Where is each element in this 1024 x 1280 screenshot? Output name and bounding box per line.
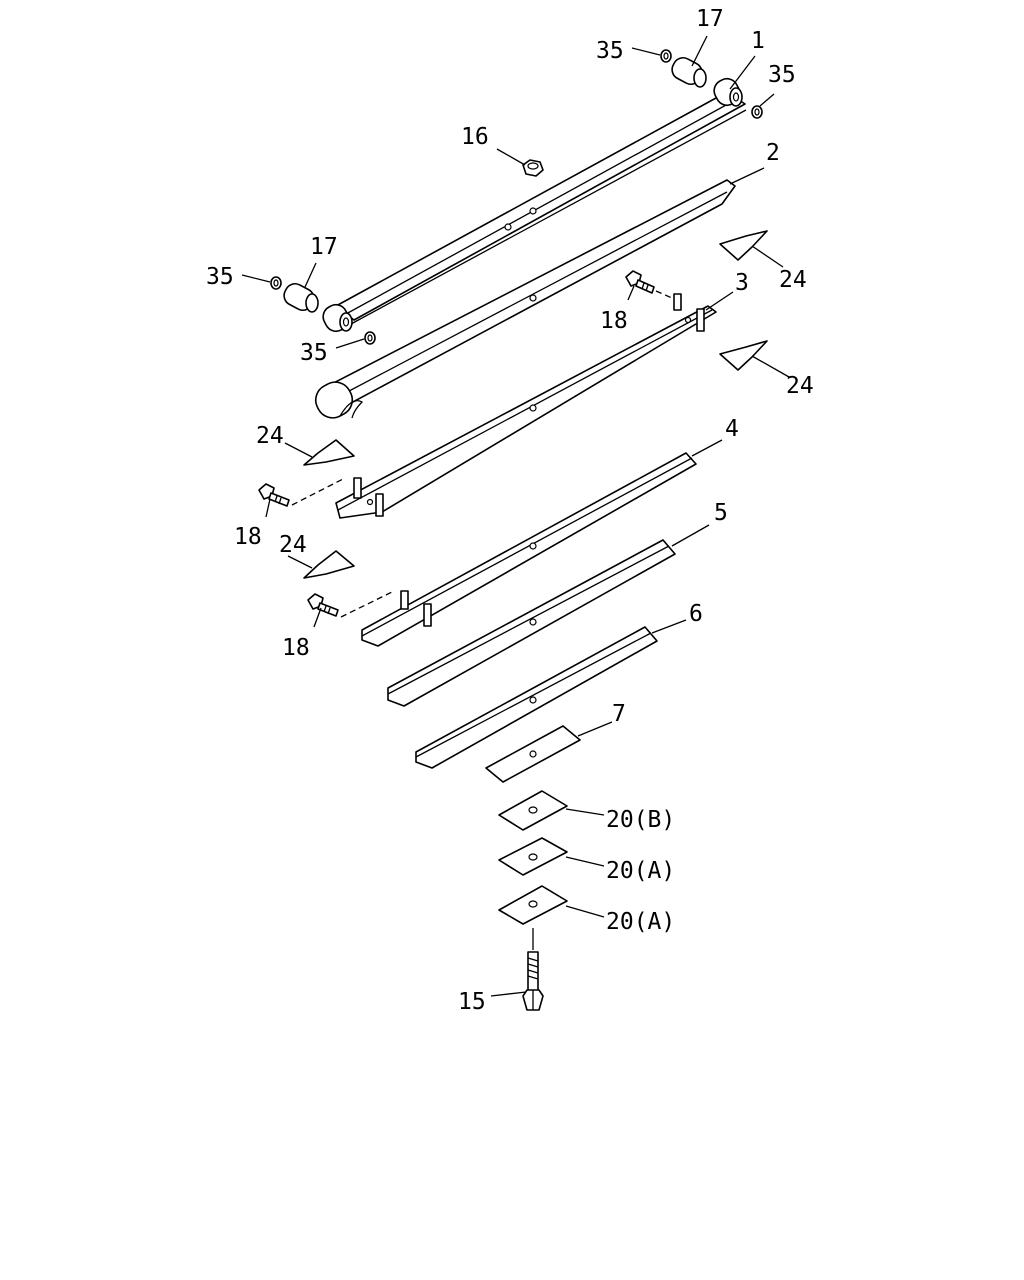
callout-4: 4 — [725, 416, 739, 442]
callout-20a-second: 20(A) — [606, 909, 675, 935]
part-6-leaf — [415, 626, 658, 769]
part-4-leaf — [361, 452, 697, 647]
callout-18-middle: 18 — [234, 524, 262, 550]
callout-6: 6 — [689, 601, 703, 627]
part-15-center-bolt — [522, 928, 544, 1011]
callout-18-upper: 18 — [600, 308, 628, 334]
callout-7: 7 — [612, 701, 626, 727]
part-35-washers — [270, 49, 763, 345]
part-24-liner-lower-right — [719, 340, 768, 371]
callout-35-rear-left: 35 — [596, 38, 624, 64]
part-20b-plate — [498, 790, 568, 831]
callout-labels: 1 17 35 35 16 2 17 35 35 24 24 18 3 24 1… — [206, 6, 814, 1015]
part-5-leaf — [387, 539, 676, 707]
part-20a-plate-1 — [498, 837, 568, 876]
part-24-liner-upper-left — [303, 439, 355, 466]
part-2-leaf — [314, 179, 736, 419]
callout-24-upper-right: 24 — [779, 267, 807, 293]
leader-lines — [241, 35, 790, 997]
callout-35-front-bottom: 35 — [300, 340, 328, 366]
callout-17-rear: 17 — [696, 6, 724, 32]
part-24-liner-lower-left — [303, 550, 355, 579]
callout-2: 2 — [766, 140, 780, 166]
callout-3: 3 — [735, 270, 749, 296]
part-24-liner-upper-right — [719, 230, 768, 261]
callout-20a-first: 20(A) — [606, 858, 675, 884]
callout-20b: 20(B) — [606, 807, 675, 833]
part-18-bolt-lower — [307, 591, 393, 618]
callout-17-front: 17 — [310, 234, 338, 260]
callout-16: 16 — [461, 124, 489, 150]
callout-5: 5 — [714, 500, 728, 526]
part-18-bolt-middle — [258, 477, 346, 507]
callout-24-lower-left: 24 — [279, 532, 307, 558]
callout-24-upper-left: 24 — [256, 423, 284, 449]
part-18-bolt-upper — [625, 270, 673, 299]
callout-35-front-left: 35 — [206, 264, 234, 290]
part-3-leaf — [335, 293, 717, 519]
callout-18-lower: 18 — [282, 635, 310, 661]
part-20a-plate-2 — [498, 885, 568, 925]
callout-15: 15 — [458, 989, 486, 1015]
callout-35-rear-right: 35 — [768, 62, 796, 88]
part-7-leaf — [485, 725, 581, 783]
part-17-bushing-front — [283, 282, 319, 313]
part-17-bushing-rear — [671, 56, 707, 88]
callout-1: 1 — [751, 28, 765, 54]
callout-24-lower-right: 24 — [786, 373, 814, 399]
part-1-main-leaf — [322, 77, 747, 333]
part-16-nut — [522, 159, 544, 177]
